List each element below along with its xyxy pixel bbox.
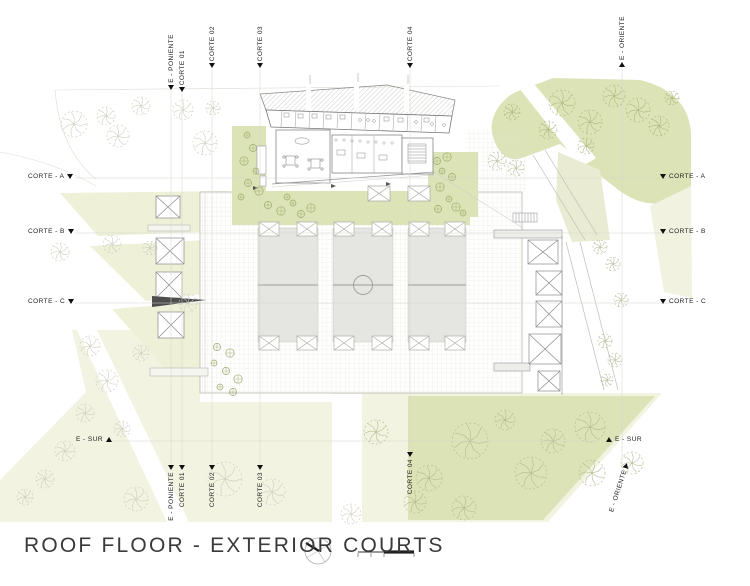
- plan-title: ROOF FLOOR - EXTERIOR COURTS: [24, 534, 445, 557]
- section-marker-bottom-corte-01: CORTE 01: [175, 465, 189, 507]
- court-lines: [258, 275, 466, 295]
- section-marker-triangle: [660, 229, 666, 234]
- section-marker-triangle: [606, 437, 612, 442]
- section-marker-triangle: [179, 87, 185, 93]
- room-furniture: [283, 112, 446, 127]
- section-marker-top-corte-02: CORTE 02: [205, 26, 219, 69]
- section-marker-bottom-corte-02: CORTE 02: [205, 465, 219, 507]
- ramp: [532, 149, 619, 391]
- section-lines: [75, 62, 682, 468]
- section-marker-top-e-poniente: E - PONIENTE: [164, 34, 178, 90]
- tables: [282, 155, 324, 171]
- section-marker-bottom-corte-03: CORTE 03: [253, 465, 267, 507]
- site-lines: [0, 85, 501, 187]
- north-arrow-icon: [304, 537, 332, 565]
- section-marker-triangle: [67, 229, 74, 234]
- section-marker-triangle: [168, 84, 174, 90]
- small-stair: [512, 212, 538, 223]
- section-marker-left-corte-c: CORTE - C: [28, 298, 75, 305]
- right-wing: [493, 149, 619, 395]
- exterior-courts: [257, 221, 467, 351]
- section-marker-bottom-corte-04: CORTE 04: [403, 452, 417, 494]
- bar-chairs: [334, 138, 394, 145]
- section-marker-triangle: [106, 437, 112, 442]
- planter-square: [428, 152, 478, 217]
- section-marker-left-corte-b: CORTE - B: [28, 228, 74, 235]
- section-marker-triangle: [179, 465, 185, 470]
- door-ticks: [253, 182, 391, 190]
- section-marker-triangle: [257, 465, 263, 470]
- shaft-boxes-right: [527, 239, 563, 392]
- scale-bar: [357, 550, 415, 557]
- section-marker-bottom-e-poniente: E - PONIENTE: [164, 465, 178, 521]
- court-corner-boxes: [258, 221, 466, 351]
- section-marker-triangle: [68, 299, 75, 304]
- section-marker-triangle: [67, 174, 74, 179]
- section-marker-top-e-oriente: E - ORIENTE: [615, 16, 629, 67]
- section-marker-bottom-e-sur-right: E - SUR: [606, 436, 642, 443]
- trees: [16, 84, 680, 525]
- room-dividers: [280, 109, 437, 133]
- bushes: [210, 131, 467, 396]
- section-marker-bottom-e-sur-left: E - SUR: [76, 436, 112, 443]
- section-marker-top-corte-04: CORTE 04: [403, 26, 417, 69]
- section-marker-top-corte-01: CORTE 01: [175, 50, 189, 93]
- section-marker-triangle: [407, 452, 413, 457]
- section-marker-right-corte-b: CORTE - B: [660, 228, 706, 235]
- section-marker-triangle: [619, 61, 625, 67]
- section-marker-triangle: [209, 63, 215, 69]
- section-marker-right-corte-a: CORTE - A: [660, 173, 705, 180]
- section-marker-triangle: [168, 465, 174, 470]
- section-marker-triangle: [660, 174, 666, 179]
- section-marker-right-corte-c: CORTE - C: [660, 298, 706, 305]
- section-marker-left-corte-a: CORTE - A: [28, 173, 74, 180]
- section-marker-top-corte-03: CORTE 03: [253, 26, 267, 69]
- section-marker-triangle: [622, 462, 630, 469]
- section-marker-triangle: [660, 299, 666, 304]
- section-marker-triangle: [407, 63, 413, 69]
- skylight-boxes: [367, 185, 431, 202]
- section-marker-triangle: [209, 465, 215, 470]
- section-marker-triangle: [257, 63, 263, 69]
- stair-treads: [407, 143, 427, 164]
- building: [253, 73, 524, 229]
